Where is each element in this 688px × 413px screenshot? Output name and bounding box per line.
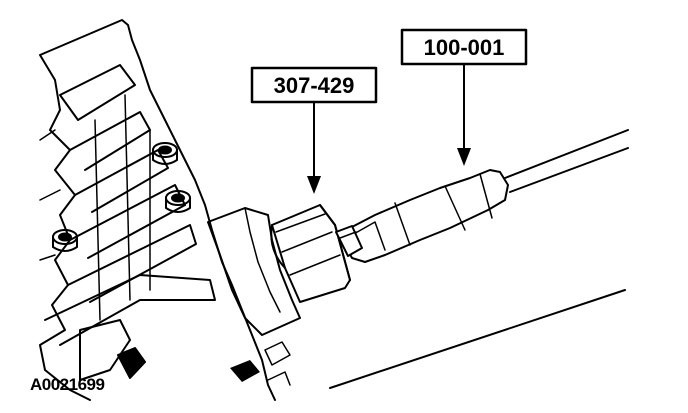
figure-id: A0021699 <box>30 375 105 394</box>
bolt-boss-2 <box>165 190 191 213</box>
arrowhead-tool-a <box>307 176 321 194</box>
driver-handle <box>335 129 629 263</box>
callout-box-tool-a <box>250 66 378 104</box>
callout-label-tool-a: 307-429 <box>274 73 355 98</box>
bolt-boss-3 <box>52 229 78 252</box>
callout-label-tool-b: 100-001 <box>424 35 505 60</box>
baseline <box>329 289 626 389</box>
callout-tool-b: 100-001 <box>400 28 528 166</box>
callout-tool-a: 307-429 <box>250 66 378 194</box>
bolt-boss-1 <box>152 142 178 165</box>
arrowhead-tool-b <box>457 148 471 166</box>
transmission-housing <box>39 19 301 401</box>
seal-installer-tool <box>270 204 351 303</box>
